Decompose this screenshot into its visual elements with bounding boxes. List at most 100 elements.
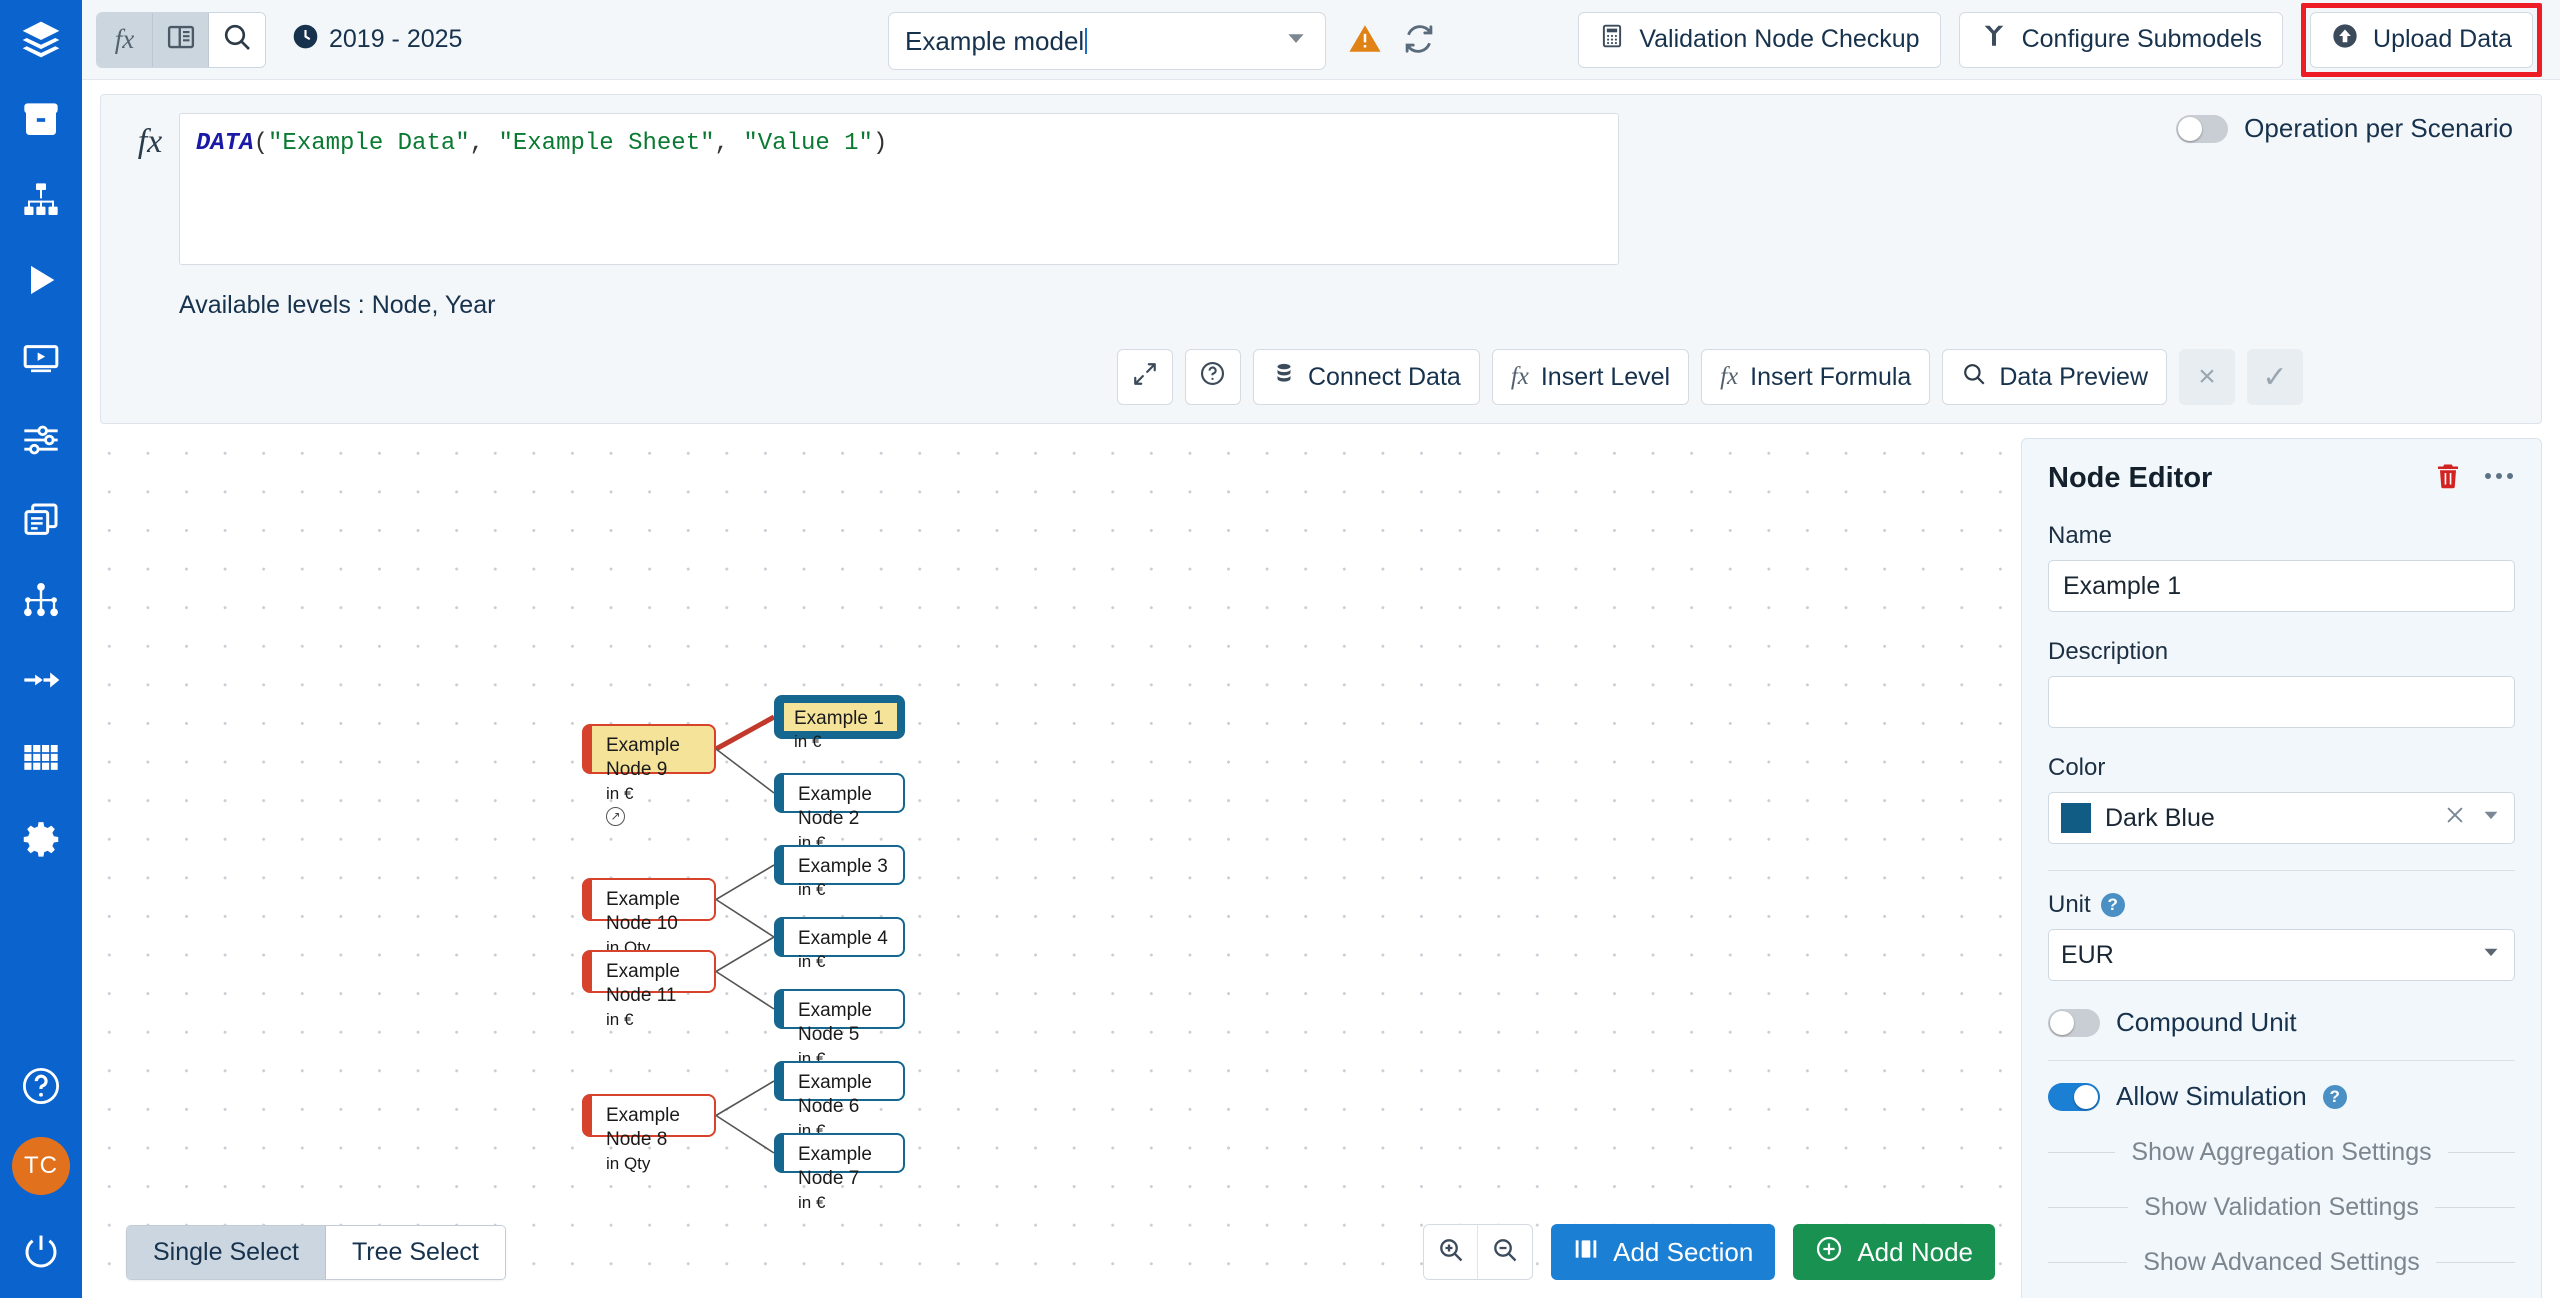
- formula-button-row: Connect Data fx Insert Level fx Insert F…: [1116, 349, 2303, 405]
- table-view-button[interactable]: [153, 12, 209, 67]
- power-icon: [20, 1231, 62, 1273]
- trash-icon[interactable]: [2433, 461, 2463, 496]
- zoom-out-button[interactable]: [1478, 1225, 1532, 1279]
- confirm-formula-button[interactable]: ✓: [2247, 349, 2303, 405]
- unit-help-icon[interactable]: ?: [2100, 893, 2125, 917]
- show-advanced-settings-link[interactable]: Show Advanced Settings: [2048, 1248, 2515, 1277]
- formula-arg-2: "Example Sheet": [498, 130, 715, 157]
- add-node-button[interactable]: Add Node: [1793, 1224, 1995, 1280]
- color-select[interactable]: Dark Blue: [2048, 792, 2515, 844]
- operation-per-scenario-toggle[interactable]: [2176, 114, 2229, 143]
- period-display[interactable]: 2019 - 2025: [292, 23, 462, 57]
- clear-color-icon[interactable]: [2444, 804, 2466, 833]
- show-aggregation-settings-link[interactable]: Show Aggregation Settings: [2048, 1138, 2515, 1167]
- insert-level-button[interactable]: fx Insert Level: [1491, 349, 1690, 405]
- show-advanced-settings-label: Show Advanced Settings: [2143, 1248, 2420, 1276]
- allow-simulation-row: Allow Simulation ?: [2048, 1081, 2515, 1112]
- formula-input[interactable]: DATA("Example Data", "Example Sheet", "V…: [179, 113, 1619, 265]
- node-title: Example Node 9: [606, 735, 680, 781]
- warning-triangle-icon[interactable]: [1348, 22, 1382, 61]
- sidebar-item-tables[interactable]: [0, 720, 82, 800]
- show-validation-settings-link[interactable]: Show Validation Settings: [2048, 1193, 2515, 1222]
- text-cursor: [1085, 28, 1088, 54]
- sidebar-item-network[interactable]: [0, 560, 82, 640]
- name-field[interactable]: Example 1: [2048, 560, 2515, 612]
- expand-editor-button[interactable]: [1116, 349, 1173, 405]
- allow-simulation-help-icon[interactable]: ?: [2322, 1084, 2347, 1109]
- color-select-controls: [2444, 804, 2502, 833]
- sidebar-item-model-structure[interactable]: [0, 160, 82, 240]
- allow-simulation-toggle[interactable]: [2048, 1082, 2100, 1111]
- insert-formula-button[interactable]: fx Insert Formula: [1701, 349, 1931, 405]
- formula-help-button[interactable]: [1184, 349, 1241, 405]
- description-field[interactable]: [2048, 676, 2515, 728]
- ellipsis-icon[interactable]: [2483, 469, 2515, 488]
- chevron-down-icon[interactable]: [2480, 804, 2502, 833]
- chevron-down-icon[interactable]: [2480, 941, 2502, 970]
- node-unit: in Qty: [606, 1153, 651, 1173]
- sidebar-item-help[interactable]: [0, 1046, 82, 1126]
- sidebar-item-layers[interactable]: [0, 0, 82, 80]
- compound-unit-toggle[interactable]: [2048, 1008, 2100, 1037]
- windows-copy-icon: [21, 500, 61, 540]
- validation-node-checkup-button[interactable]: Validation Node Checkup: [1578, 11, 1941, 68]
- zoom-in-button[interactable]: [1424, 1225, 1479, 1279]
- color-value: Dark Blue: [2105, 803, 2215, 832]
- sidebar-item-presentation[interactable]: [0, 320, 82, 400]
- color-label: Color: [2048, 754, 2106, 781]
- add-section-button[interactable]: Add Section: [1551, 1224, 1776, 1280]
- node-editor-actions: [2433, 461, 2515, 496]
- sidebar-avatar[interactable]: TC: [0, 1126, 82, 1206]
- upload-data-button[interactable]: Upload Data: [2310, 11, 2533, 68]
- sidebar-item-reports[interactable]: [0, 480, 82, 560]
- node-title: Example 1: [794, 708, 884, 729]
- chevron-down-icon: [1283, 25, 1309, 58]
- cancel-formula-button[interactable]: ×: [2179, 349, 2235, 405]
- sidebar-item-scenarios[interactable]: [0, 400, 82, 480]
- unit-select-controls: [2480, 941, 2502, 970]
- sidebar-item-archive[interactable]: [0, 80, 82, 160]
- description-label: Description: [2048, 638, 2169, 665]
- data-preview-button[interactable]: Data Preview: [1942, 349, 2167, 405]
- sidebar-item-flows[interactable]: [0, 640, 82, 720]
- sidebar-item-run[interactable]: [0, 240, 82, 320]
- gear-icon: [20, 819, 62, 861]
- node-title: Example Node 8: [606, 1105, 680, 1151]
- model-select[interactable]: Example model: [888, 12, 1326, 70]
- sidebar-item-settings[interactable]: [0, 800, 82, 880]
- sidebar-item-logout[interactable]: [0, 1206, 82, 1298]
- grid-table-icon: [21, 740, 61, 780]
- upload-data-label: Upload Data: [2373, 25, 2512, 53]
- period-text: 2019 - 2025: [329, 25, 463, 53]
- connect-data-button[interactable]: Connect Data: [1252, 349, 1480, 405]
- connect-data-label: Connect Data: [1307, 362, 1461, 391]
- node-link-icon[interactable]: ↗: [606, 807, 625, 827]
- unit-select[interactable]: EUR: [2048, 929, 2515, 981]
- search-icon: [1961, 361, 1987, 394]
- search-button[interactable]: [209, 12, 265, 67]
- single-select-tab[interactable]: Single Select: [127, 1226, 326, 1279]
- upload-data-highlight: Upload Data: [2301, 2, 2542, 77]
- refresh-icon[interactable]: [1402, 22, 1436, 61]
- formula-view-button[interactable]: fx: [97, 12, 153, 67]
- node-unit: in €: [606, 783, 634, 803]
- tree-select-tab[interactable]: Tree Select: [325, 1226, 505, 1279]
- archive-box-icon: [21, 100, 61, 140]
- formula-close-paren: ): [872, 130, 888, 157]
- unit-label-row: Unit ?: [2048, 891, 2515, 919]
- node-title: Example 3: [798, 856, 888, 877]
- edge-example-node-9-to-example-node-2: [715, 748, 775, 794]
- configure-submodels-button[interactable]: Configure Submodels: [1958, 11, 2284, 68]
